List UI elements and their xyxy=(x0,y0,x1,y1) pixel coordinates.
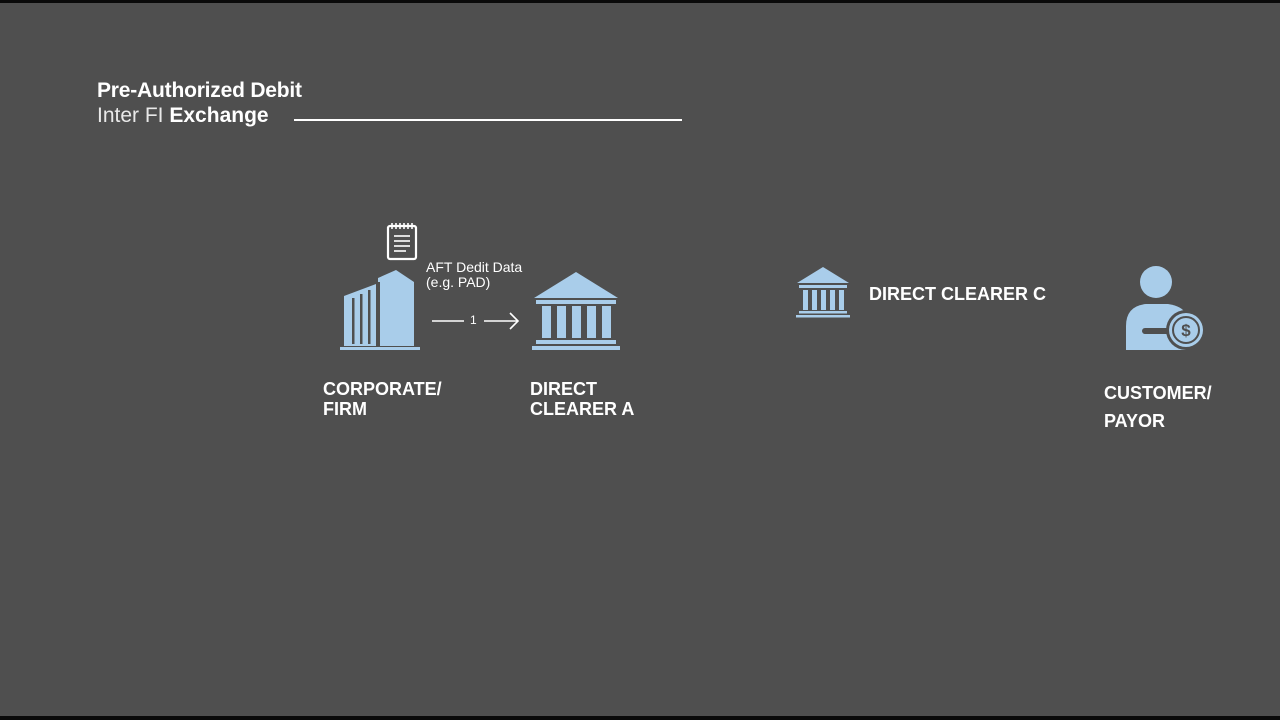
bank-icon xyxy=(532,272,620,350)
node-clearer-c-label: DIRECT CLEARER C xyxy=(869,284,1047,304)
flow-1-step-number: 1 xyxy=(470,313,477,327)
svg-text:$: $ xyxy=(1181,321,1191,340)
person-dollar-icon: $ xyxy=(1126,266,1206,350)
node-corporate-line1: CORPORATE/ xyxy=(323,379,442,399)
diagram-title: Pre-Authorized Debit xyxy=(97,79,302,102)
node-clearer-a-line1: DIRECT xyxy=(530,379,597,399)
document-icon xyxy=(386,223,418,261)
node-corporate-line2: FIRM xyxy=(323,399,367,419)
node-clearer-a-line2: CLEARER A xyxy=(530,399,635,419)
bottom-letterbox xyxy=(0,716,1280,720)
node-customer-line1: CUSTOMER/ xyxy=(1104,383,1212,403)
node-clearer-a-label: DIRECT CLEARER A xyxy=(530,379,634,419)
flow-1-label-line1: AFT Dedit Data xyxy=(426,259,523,275)
flow-1-label-line2: (e.g. PAD) xyxy=(426,274,491,290)
office-building-icon xyxy=(340,270,420,350)
node-customer-label: CUSTOMER/ PAYOR xyxy=(1104,379,1212,435)
top-letterbox xyxy=(0,0,1280,3)
bank-icon-small xyxy=(796,267,850,318)
node-customer-line2: PAYOR xyxy=(1104,411,1166,431)
diagram-subtitle: Inter FI Exchange xyxy=(97,104,269,128)
subtitle-bold: Exchange xyxy=(169,104,269,127)
node-corporate-label: CORPORATE/ FIRM xyxy=(323,379,442,419)
flow-1-arrow xyxy=(432,312,520,330)
title-divider xyxy=(294,119,682,121)
subtitle-light: Inter FI xyxy=(97,104,164,127)
flow-1-label: AFT Dedit Data (e.g. PAD) xyxy=(426,260,522,290)
